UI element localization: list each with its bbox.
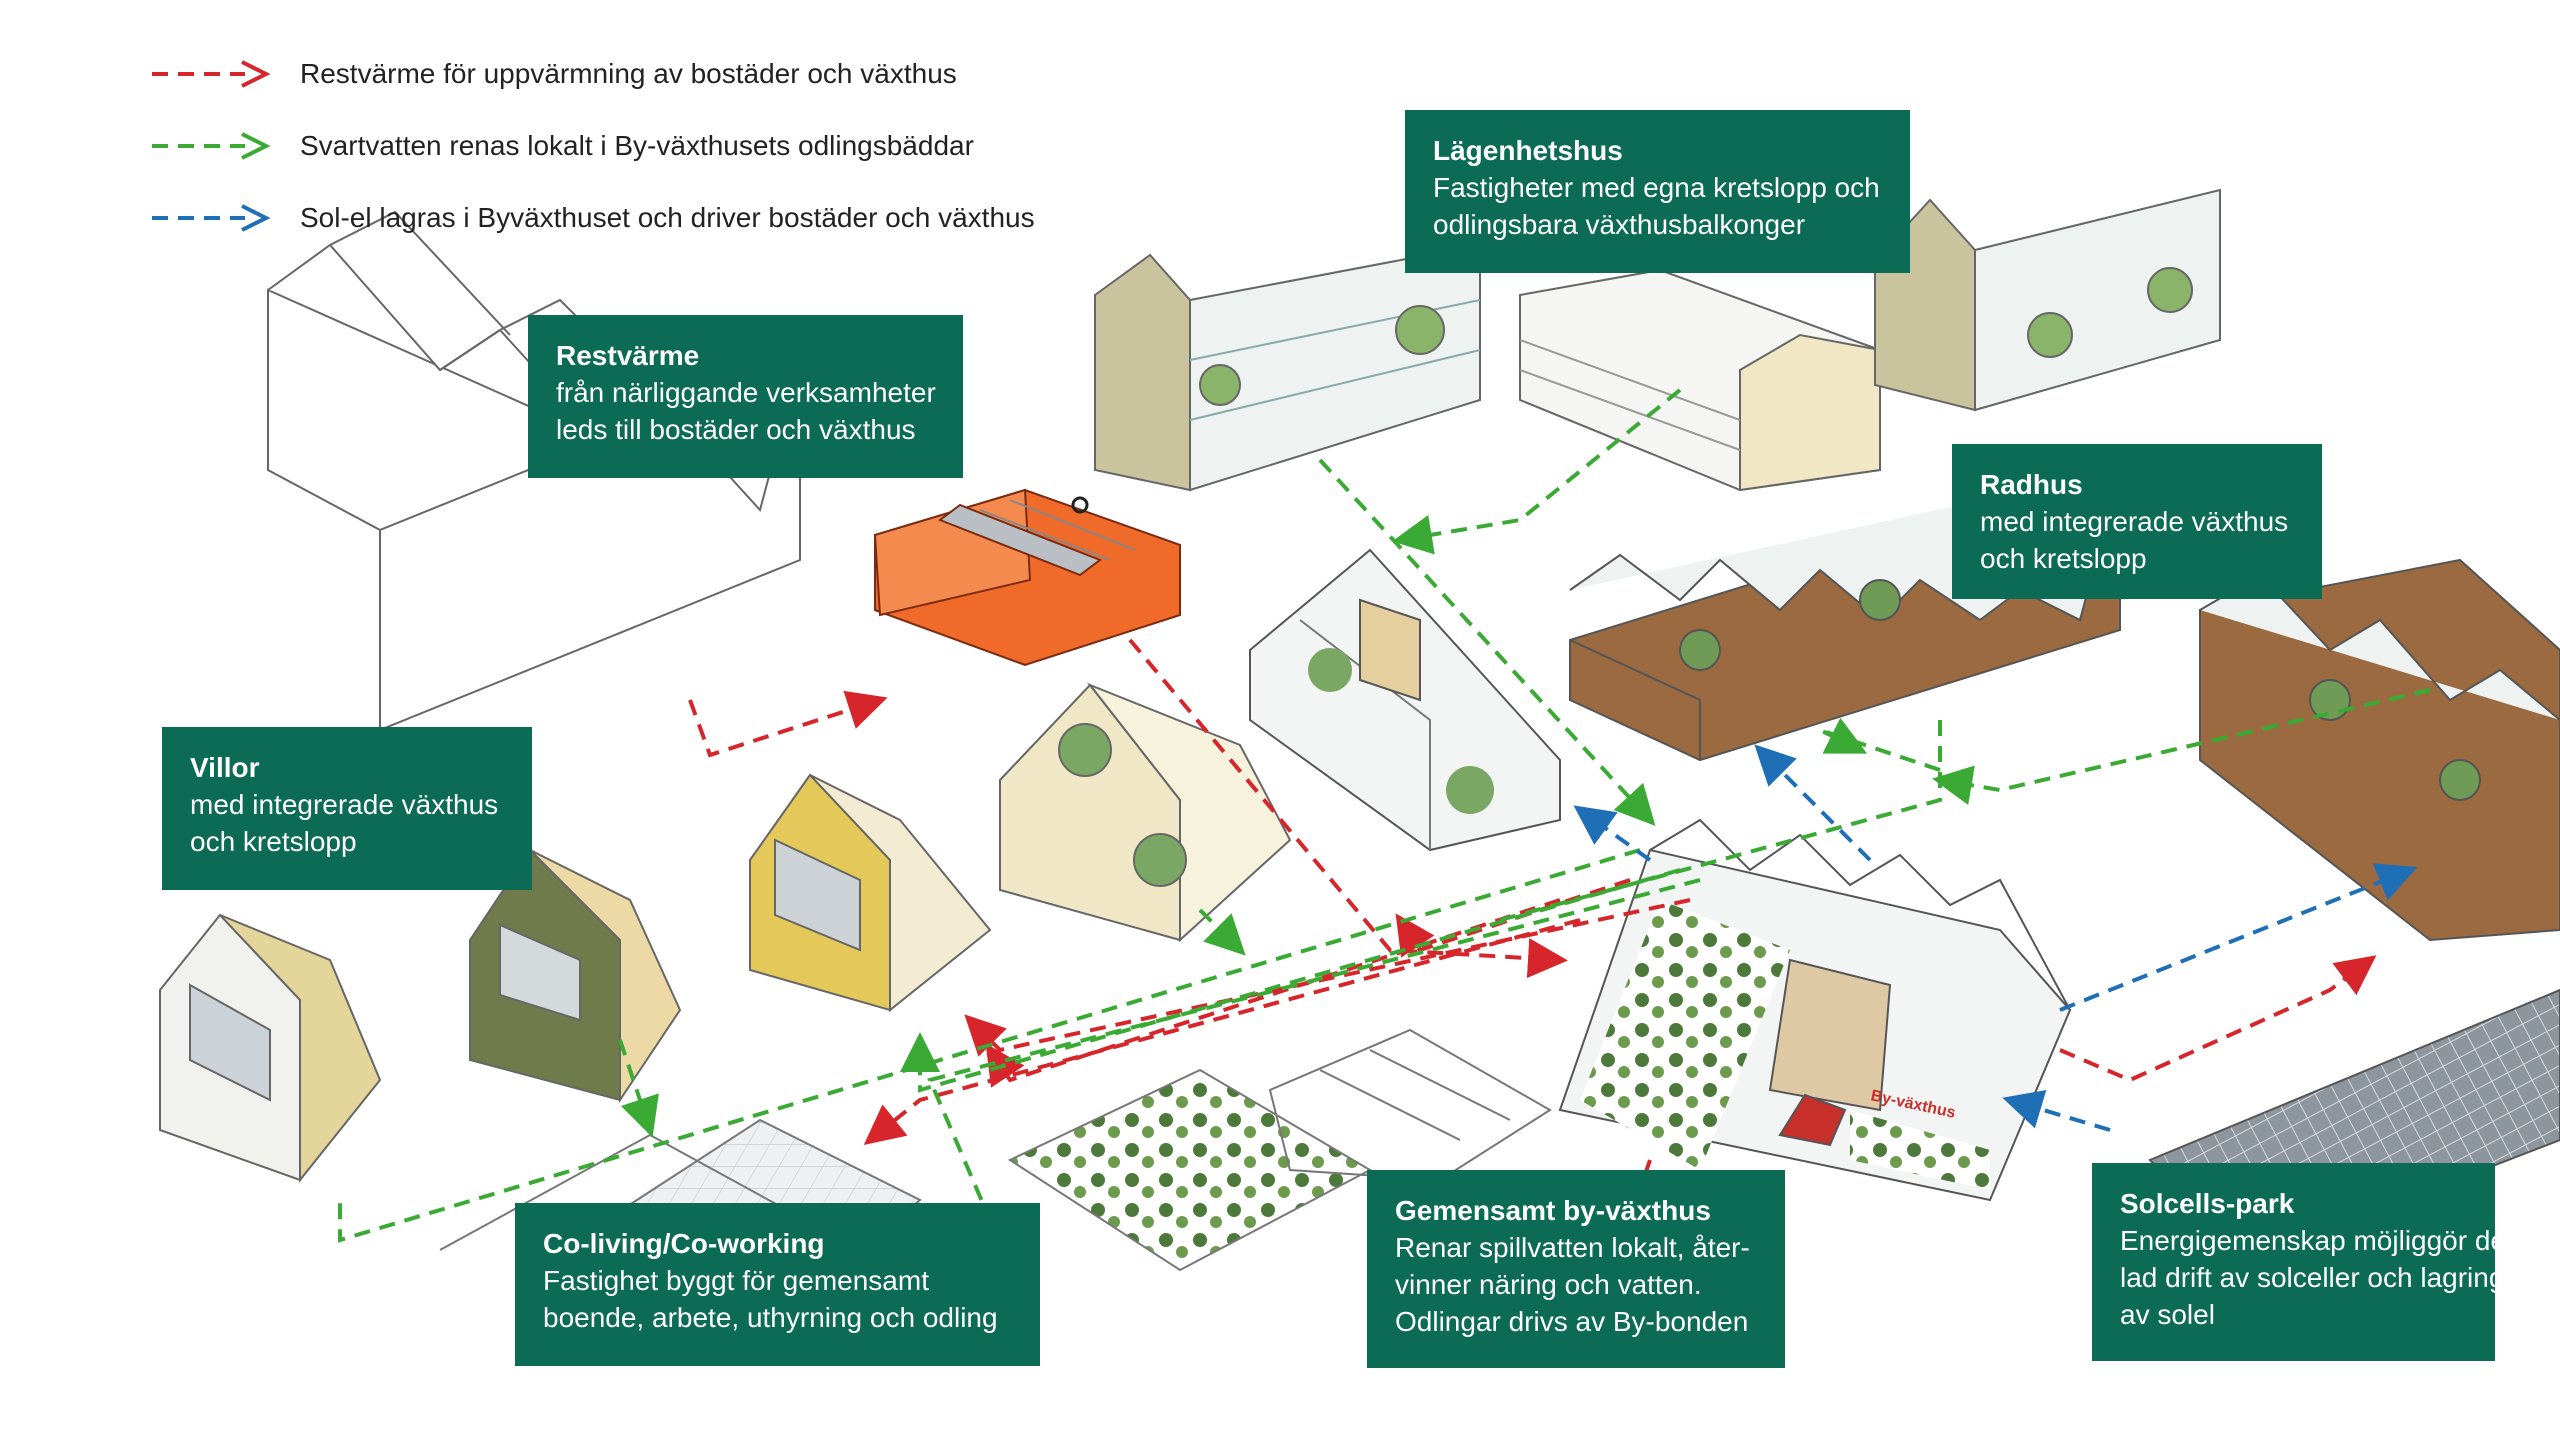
heat-flow-arrows: [688, 638, 2377, 1191]
callout-text: Fastighet byggt för gemensamt: [543, 1265, 929, 1296]
legend-item-solar: Sol-el lagras i Byväxthuset och driver b…: [150, 182, 1035, 254]
dashed-arrow-blue-icon: [152, 204, 270, 232]
callout-solcellspark: Solcells-park Energigemenskap möjliggör …: [2092, 1163, 2495, 1361]
common-greenhouse: [1558, 818, 2072, 1202]
callout-text: vinner näring och vatten.: [1395, 1269, 1702, 1300]
orange-factory: [873, 488, 1181, 667]
callout-title: Restvärme: [556, 340, 700, 371]
legend-label: Restvärme för uppvärmning av bostäder oc…: [300, 58, 957, 89]
legend-item-water: Svartvatten renas lokalt i By-växthusets…: [150, 110, 1035, 182]
legend-label: Sol-el lagras i Byväxthuset och driver b…: [300, 202, 1035, 233]
callout-text: Renar spillvatten lokalt, åter-: [1395, 1232, 1750, 1263]
legend-item-heat: Restvärme för uppvärmning av bostäder oc…: [150, 38, 1035, 110]
callout-radhus: Radhus med integrerade växthus och krets…: [1952, 444, 2322, 599]
callout-title: Lägenhetshus: [1433, 135, 1623, 166]
callout-title: Gemensamt by-växthus: [1395, 1195, 1711, 1226]
callout-text: leds till bostäder och växthus: [556, 414, 916, 445]
villa-houses: [159, 773, 992, 1183]
dashed-arrow-green-icon: [152, 132, 270, 160]
callout-byvaxthus: Gemensamt by-växthus Renar spillvatten l…: [1367, 1170, 1785, 1368]
callout-title: Solcells-park: [2120, 1188, 2295, 1219]
callout-text: odlingsbara växthusbalkonger: [1433, 209, 1806, 240]
callout-title: Radhus: [1980, 469, 2083, 500]
callout-text: Energigemenskap möjliggör de: [2120, 1225, 2495, 1256]
callout-restvarme: Restvärme från närliggande verksamheter …: [528, 315, 963, 478]
house-beige: [999, 682, 1292, 943]
callout-text: Odlingar drivs av By-bonden: [1395, 1306, 1749, 1337]
callout-lagenhetshus: Lägenhetshus Fastigheter med egna kretsl…: [1405, 110, 1910, 273]
callout-text: lad drift av solceller och lagring: [2120, 1262, 2495, 1293]
callout-text: med integrerade växthus: [1980, 506, 2289, 537]
callout-text: av solel: [2120, 1299, 2215, 1330]
callout-title: Villor: [190, 752, 260, 783]
legend-label: Svartvatten renas lokalt i By-växthusets…: [300, 130, 974, 161]
callout-text: från närliggande verksamheter: [556, 377, 936, 408]
callout-text: boende, arbete, uthyrning och odling: [543, 1302, 998, 1333]
coliving-building: [1249, 548, 1561, 852]
solar-flow-arrows: [1573, 744, 2418, 1132]
apartment-buildings: [1094, 188, 2221, 492]
callout-title: Co-living/Co-working: [543, 1228, 825, 1259]
callout-text: med integrerade växthus: [190, 789, 499, 820]
water-flow-arrows: [338, 388, 2431, 1243]
callout-coliving: Co-living/Co-working Fastighet byggt för…: [515, 1203, 1040, 1366]
legend: Restvärme för uppvärmning av bostäder oc…: [150, 38, 1035, 254]
callout-text: och kretslopp: [1980, 543, 2147, 574]
callout-text: Fastigheter med egna kretslopp och: [1433, 172, 1880, 203]
dashed-arrow-red-icon: [152, 60, 270, 88]
callout-villor: Villor med integrerade växthus och krets…: [162, 727, 532, 890]
callout-text: och kretslopp: [190, 826, 357, 857]
